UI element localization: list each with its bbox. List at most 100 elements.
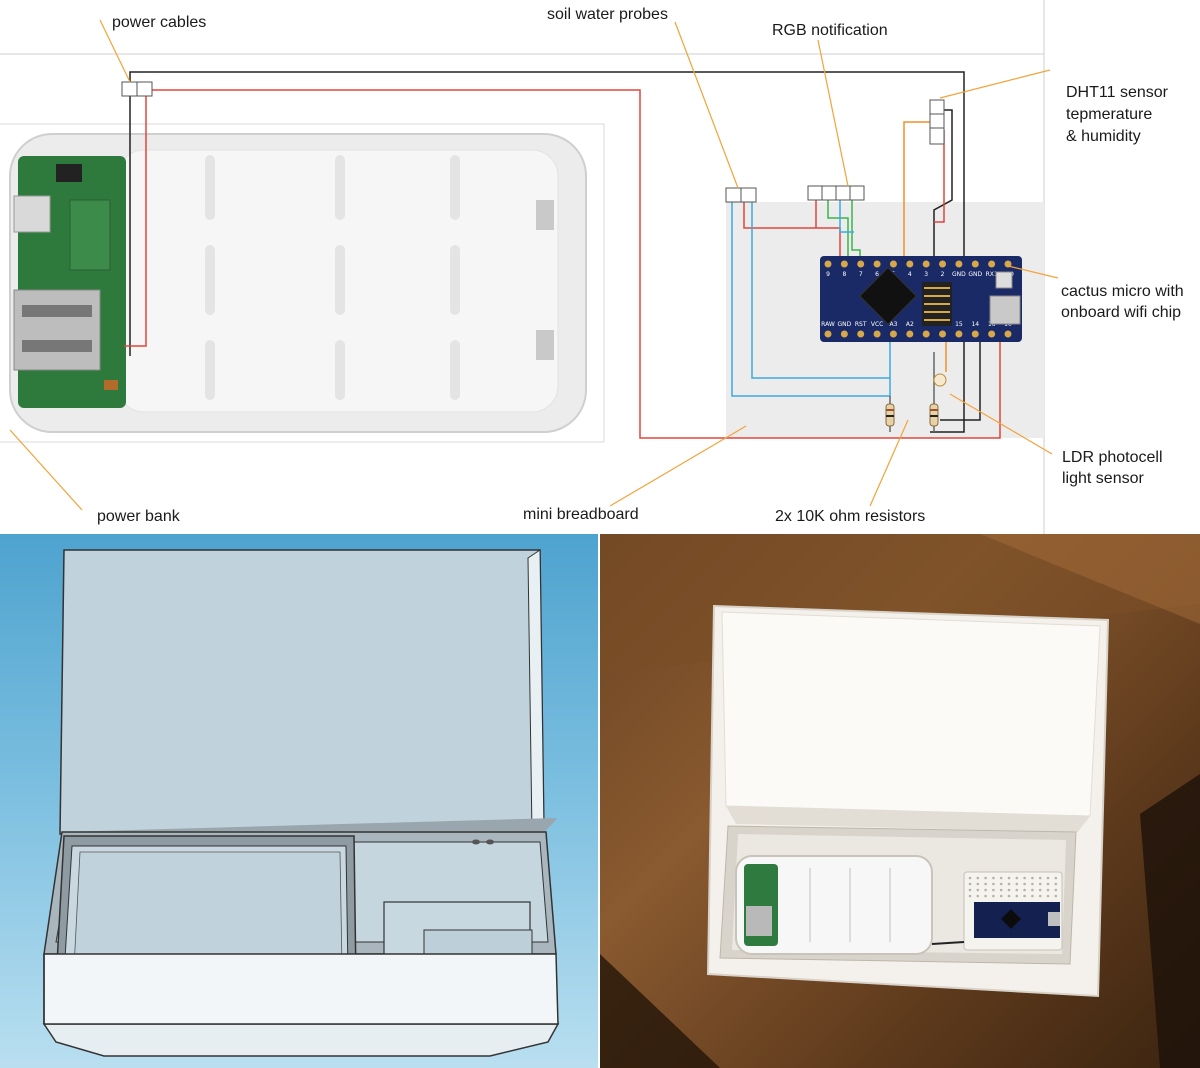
board-pin [840, 260, 848, 268]
board-pin [988, 260, 996, 268]
board-pin [857, 330, 865, 338]
label-dht11-line3: & humidity [1066, 128, 1141, 145]
label-mini-breadboard: mini breadboard [523, 506, 639, 523]
board-pin-label: RAW [821, 321, 835, 328]
assembled-enclosure-photo [600, 534, 1200, 1068]
board-pin [1004, 330, 1012, 338]
breadboard-hole [1023, 882, 1026, 886]
wire-red-main [124, 86, 147, 347]
breadboard-hole [984, 894, 987, 898]
board-micro-usb [989, 295, 1021, 325]
breadboard-hole [1007, 888, 1011, 892]
board-pin [840, 330, 848, 338]
breadboard-hole [1038, 882, 1042, 886]
dht11-connector [929, 99, 945, 145]
wire-blue-probe-2 [751, 200, 890, 379]
breadboard-hole [999, 882, 1003, 886]
board-pin [889, 330, 897, 338]
breadboard-hole [1038, 888, 1042, 892]
board-pin [857, 260, 865, 268]
photo-panel [600, 534, 1200, 1068]
label-ldr-line2: light sensor [1062, 470, 1144, 487]
wiring-diagram: 98765432GNDGNDRX1TX0 RAWGNDRSTVCCA3A2A1A… [0, 0, 1059, 534]
breadboard-hole [984, 876, 987, 880]
board-pin-label: 14 [971, 321, 979, 328]
board-pin [955, 260, 963, 268]
breadboard-hole [1054, 876, 1058, 880]
leader-power-cables [99, 19, 131, 83]
board-pin [1004, 260, 1012, 268]
board-pin-label: 15 [955, 321, 963, 328]
board-pin [922, 330, 930, 338]
wire-black-main [129, 71, 965, 356]
cad-model-panel [0, 534, 598, 1068]
leader-breadboard [609, 425, 747, 507]
breadboard-hole [1023, 894, 1026, 898]
breadboard-hole [1015, 876, 1019, 880]
board-pin [889, 260, 897, 268]
board-pin-label: A2 [906, 321, 914, 328]
board-pin-label: RST [855, 321, 867, 328]
breadboard-hole [999, 876, 1003, 880]
leader-resistors [869, 419, 909, 507]
board-pin [906, 330, 914, 338]
board-pin-label: 6 [875, 271, 879, 278]
leader-cactus [1007, 265, 1059, 279]
label-cactus-line1: cactus micro with [1061, 283, 1184, 300]
label-power-cables: power cables [112, 14, 207, 31]
board-pin-label: GND [968, 271, 982, 278]
label-dht11-line2: tepmerature [1066, 106, 1153, 123]
board-pin-label: GND [837, 321, 851, 328]
breadboard-hole [1031, 894, 1034, 898]
label-power-bank: power bank [97, 508, 180, 525]
breadboard-hole [968, 876, 972, 880]
breadboard-hole [1031, 876, 1034, 880]
resistor-1 [885, 403, 895, 427]
breadboard-hole [1031, 888, 1034, 892]
leader-rgb [817, 39, 849, 187]
resistor-2 [929, 403, 939, 427]
breadboard-hole [992, 882, 995, 886]
board-pin [988, 330, 996, 338]
breadboard-hole [984, 888, 987, 892]
micro-usb-port [13, 195, 51, 233]
breadboard-hole [999, 888, 1003, 892]
breadboard-hole [1038, 894, 1042, 898]
breadboard-hole [1007, 876, 1011, 880]
breadboard-hole [992, 876, 995, 880]
breadboard-hole [1015, 882, 1019, 886]
usb-a-port [13, 289, 101, 371]
breadboard-hole [1023, 888, 1026, 892]
board-pin-label: GND [952, 271, 966, 278]
label-resistors: 2x 10K ohm resistors [775, 508, 926, 525]
board-pin [971, 330, 979, 338]
breadboard-hole [1046, 882, 1050, 886]
wire-blue-probe-1 [731, 200, 891, 397]
breadboard-hole [968, 894, 972, 898]
breadboard-hole [1054, 894, 1058, 898]
board-pin [873, 260, 881, 268]
breadboard-hole [1038, 876, 1042, 880]
breadboard-hole [984, 882, 987, 886]
breadboard-hole [976, 894, 980, 898]
label-dht11-line1: DHT11 sensor [1066, 84, 1168, 101]
board-pin [824, 260, 832, 268]
breadboard-hole [1015, 888, 1019, 892]
microcontroller-chip [859, 267, 917, 325]
board-pin-label: A3 [889, 321, 897, 328]
board-pin-label: RX1 [986, 271, 998, 278]
board-reset-button [995, 271, 1013, 289]
breadboard-hole [1023, 876, 1026, 880]
breadboard-hole [1046, 876, 1050, 880]
board-pin-label: 9 [826, 271, 830, 278]
breadboard-hole [976, 876, 980, 880]
leader-soil-probes [674, 21, 739, 189]
wire-dht-data [903, 121, 934, 262]
breadboard-hole [968, 888, 972, 892]
board-pin [824, 330, 832, 338]
leader-dht11 [939, 69, 1051, 99]
label-cactus-line2: onboard wifi chip [1061, 304, 1182, 321]
breadboard-hole [992, 888, 995, 892]
board-pin-label: VCC [871, 321, 883, 328]
leader-power-bank [9, 429, 83, 511]
